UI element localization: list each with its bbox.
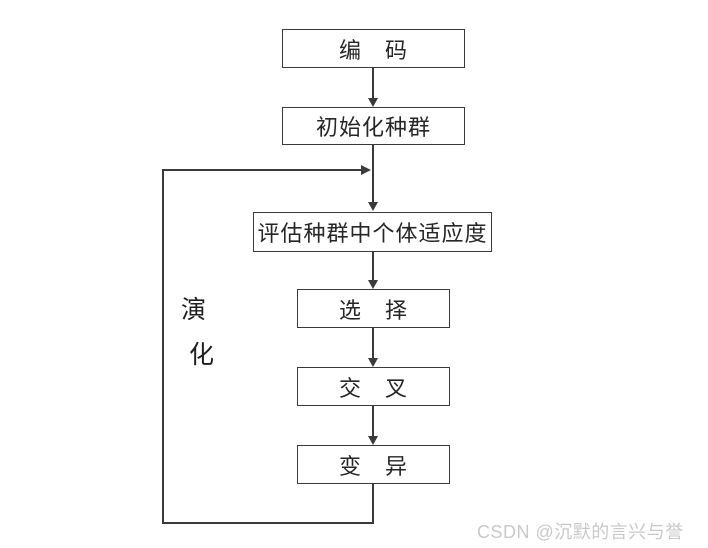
node-encode: 编 码	[282, 29, 465, 68]
connector-init-to-evaluate-line	[372, 145, 374, 203]
connector-crossover-to-mutation-line	[372, 406, 374, 437]
loop-label-char-evolve-1: 演	[181, 297, 207, 324]
connector-crossover-to-mutation-arrowhead-icon	[368, 436, 378, 445]
feedback-loop-arrowhead-icon	[361, 165, 371, 175]
node-selection: 选 择	[297, 289, 450, 328]
feedback-loop-top-line	[163, 169, 361, 171]
node-init-population: 初始化种群	[282, 107, 465, 145]
node-init-population-label: 初始化种群	[315, 115, 431, 140]
node-encode-label: 编 码	[338, 37, 408, 63]
feedback-loop-drop-line	[372, 484, 374, 524]
connector-select-to-crossover-arrowhead-icon	[368, 358, 378, 367]
connector-init-to-evaluate-arrowhead-icon	[368, 202, 378, 211]
connector-evaluate-to-select-line	[372, 252, 374, 281]
node-mutation: 变 异	[297, 445, 450, 484]
node-crossover: 交 叉	[297, 367, 450, 406]
loop-label-char-evolve-2: 化	[189, 342, 215, 369]
connector-select-to-crossover-line	[372, 328, 374, 359]
csdn-watermark: CSDN @沉默的言兴与誉	[477, 522, 684, 542]
connector-encode-to-init-line	[372, 68, 374, 99]
connector-evaluate-to-select-arrowhead-icon	[368, 280, 378, 289]
feedback-loop-left-line	[162, 169, 164, 524]
connector-encode-to-init-arrowhead-icon	[368, 98, 378, 107]
node-selection-label: 选 择	[338, 297, 408, 323]
node-mutation-label: 变 异	[338, 453, 408, 479]
node-evaluate-fitness: 评估种群中个体适应度	[253, 212, 492, 252]
node-evaluate-fitness-label: 评估种群中个体适应度	[257, 221, 488, 246]
node-crossover-label: 交 叉	[338, 375, 408, 401]
feedback-loop-bottom-line	[163, 522, 374, 524]
